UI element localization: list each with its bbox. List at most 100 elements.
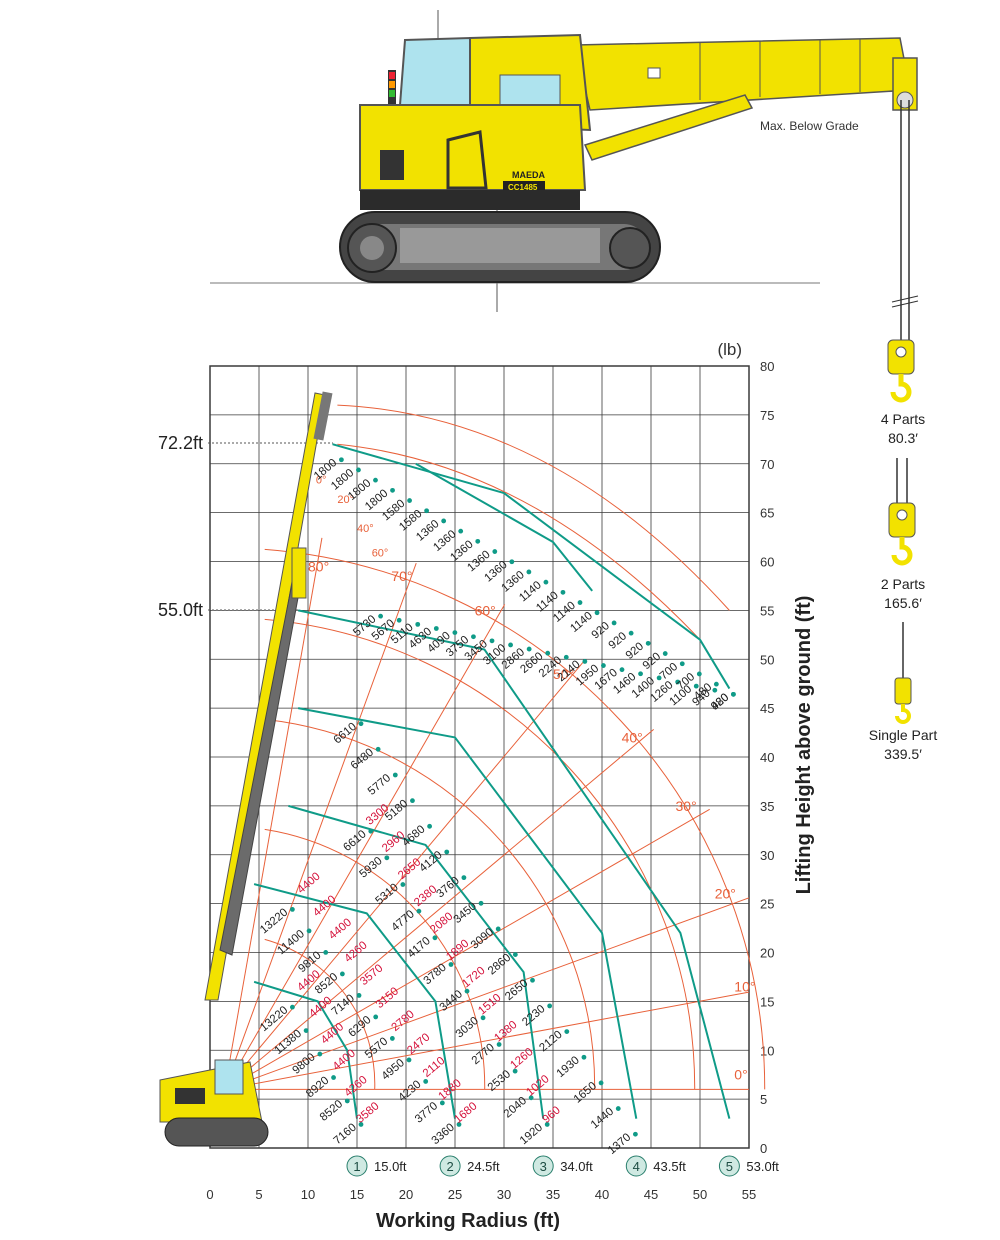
load-point: [373, 477, 378, 483]
boom-number-badge: [718, 1155, 740, 1177]
load-curve: [298, 707, 638, 1119]
boom-number: 4: [633, 1159, 640, 1174]
boom-length-label: 34.0ft: [560, 1159, 593, 1174]
load-point: [400, 882, 406, 887]
load-point: [601, 663, 606, 668]
x-tick-label: 55: [742, 1187, 756, 1202]
load-point: [679, 661, 685, 667]
load-label-red: 4400: [327, 916, 354, 942]
y-tick-label: 55: [760, 603, 774, 618]
boom-number-badge: [532, 1155, 554, 1177]
load-point: [456, 1122, 462, 1127]
load-label: 4120: [417, 849, 444, 875]
y-tick-label: 45: [760, 701, 774, 716]
load-point: [358, 1122, 364, 1127]
jib-arc: [337, 404, 730, 611]
brand-label: MAEDA: [512, 170, 545, 180]
load-label: 2860: [486, 952, 513, 978]
load-point: [427, 823, 432, 829]
y-tick-label: 60: [760, 555, 774, 570]
load-point: [713, 681, 719, 687]
boom-length-label: 15.0ft: [374, 1159, 407, 1174]
load-point: [645, 640, 651, 646]
load-point: [331, 1075, 336, 1080]
boom-length-label: 24.5ft: [467, 1159, 500, 1174]
boom-angle-line: [224, 604, 506, 1090]
load-label-red: 4260: [342, 1074, 369, 1100]
load-label: 3770: [413, 1100, 440, 1126]
model-label: CC1485: [508, 183, 538, 192]
load-point: [452, 630, 458, 636]
load-point: [344, 1098, 350, 1104]
hook-name: 2 Parts: [881, 576, 925, 592]
load-curve: [288, 804, 545, 1119]
load-point: [375, 746, 381, 752]
jib-angle-label: 40°: [357, 523, 374, 535]
boom-angle-label: 0°: [734, 1067, 747, 1083]
x-tick-label: 15: [350, 1187, 364, 1202]
load-point: [356, 467, 361, 473]
load-point: [290, 907, 295, 912]
load-point: [373, 1014, 379, 1020]
load-label: 4770: [390, 908, 417, 934]
load-point: [544, 1122, 550, 1127]
load-label: 920: [641, 651, 663, 673]
boom-number-badge: [346, 1155, 368, 1177]
load-point: [464, 988, 470, 994]
unit-label: (lb): [717, 340, 742, 359]
load-label-red: 2110: [421, 1055, 448, 1080]
x-tick-label: 35: [546, 1187, 560, 1202]
boom-angle-label: 70°: [391, 568, 412, 584]
load-point: [424, 508, 430, 514]
y-tick-label: 40: [760, 750, 774, 765]
boom-angle-line: [224, 991, 750, 1090]
load-point: [480, 1015, 486, 1021]
boom-angle-line: [224, 562, 417, 1090]
load-point: [560, 589, 566, 595]
load-point: [433, 626, 439, 631]
boom-angle-line: [224, 897, 750, 1090]
load-point: [306, 928, 312, 934]
boom-length-arc: [264, 828, 486, 1090]
load-point: [406, 1057, 412, 1063]
load-point: [543, 579, 549, 585]
load-label-red: 1680: [452, 1100, 479, 1126]
load-label-red: 1020: [524, 1073, 551, 1099]
load-point: [339, 457, 344, 463]
load-point: [693, 683, 699, 689]
jib-angle-label: 60°: [372, 548, 389, 560]
hook-value: 339.5′: [884, 746, 922, 762]
hook-value: 80.3′: [888, 430, 918, 446]
load-label: 3780: [422, 962, 449, 988]
load-point: [547, 1003, 553, 1009]
y-tick-label: 65: [760, 506, 774, 521]
load-label: 2230: [520, 1003, 547, 1029]
load-label: 4170: [406, 935, 433, 961]
hook-name: 4 Parts: [881, 411, 925, 427]
boom-length-arc: [264, 618, 696, 1090]
load-point: [368, 828, 374, 834]
load-point: [303, 1028, 309, 1034]
load-point: [526, 646, 532, 652]
load-point: [290, 1004, 295, 1010]
load-point: [384, 855, 390, 861]
load-point: [396, 617, 402, 623]
height-marker-label: 72.2ft: [158, 433, 203, 453]
load-point: [619, 667, 625, 673]
load-curve: [253, 883, 456, 1119]
boom-length-arc: [264, 548, 766, 1090]
load-point: [390, 487, 395, 493]
boom-angle-label: 50°: [553, 666, 574, 682]
boom-angle-line: [224, 537, 323, 1090]
load-point: [423, 1079, 429, 1084]
load-curve: [415, 462, 593, 592]
x-tick-label: 10: [301, 1187, 315, 1202]
load-label: 6290: [346, 1014, 373, 1040]
load-point: [656, 675, 662, 681]
load-point: [577, 600, 583, 605]
boom-angle-label: 10°: [734, 979, 755, 995]
load-point: [392, 772, 398, 778]
load-point: [512, 1068, 518, 1074]
